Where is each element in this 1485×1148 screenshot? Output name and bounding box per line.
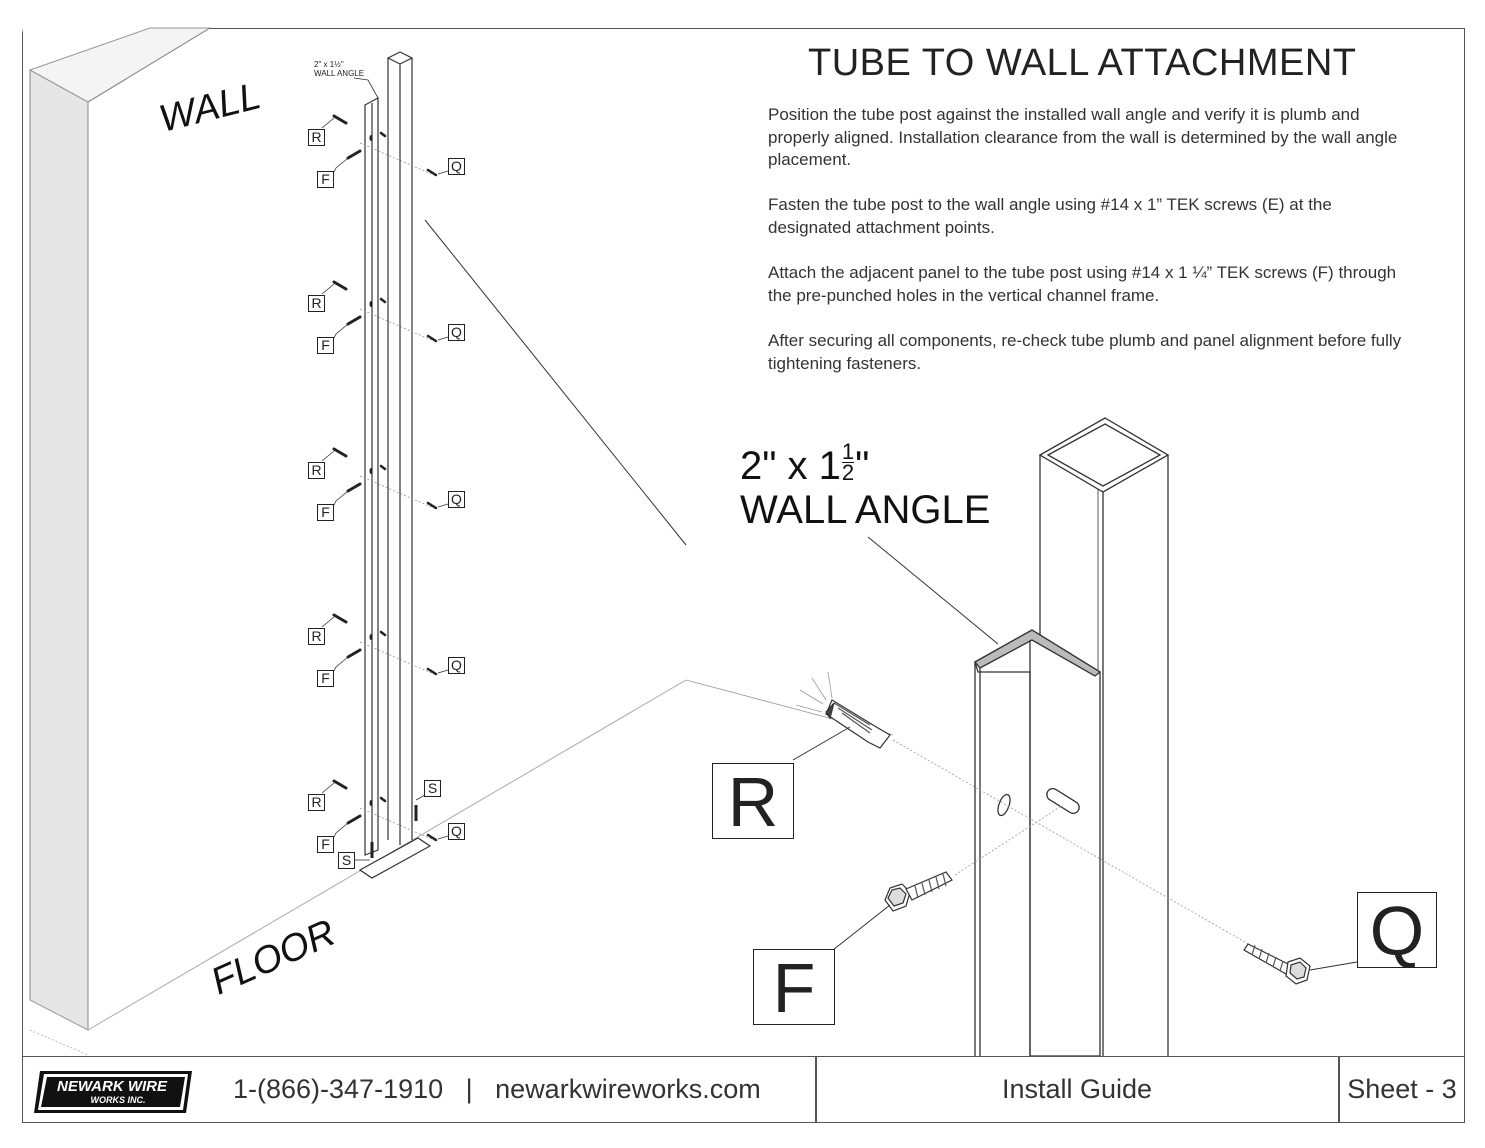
callout-q-small: Q bbox=[448, 491, 465, 508]
instruction-paragraph: Attach the adjacent panel to the tube po… bbox=[768, 263, 1397, 305]
wall-angle-size-row: 2" x 1 1 2 " bbox=[740, 439, 990, 489]
callout-f-small: F bbox=[317, 836, 334, 853]
footer-bar: NEWARK WIRE WORKS INC. 1-(866)-347-1910 … bbox=[22, 1056, 1465, 1123]
small-screw-set bbox=[321, 114, 449, 861]
callout-f-small: F bbox=[317, 337, 334, 354]
sheet-number: Sheet - 3 bbox=[1347, 1074, 1457, 1104]
small-post-assembly bbox=[353, 51, 687, 879]
contact-info: 1-(866)-347-1910 | newarkwireworks.com bbox=[233, 1074, 761, 1104]
wall-angle-label-small: 2" x 1½" WALL ANGLE bbox=[314, 60, 364, 78]
callout-f-small: F bbox=[317, 670, 334, 687]
wall-angle-small-text: WALL ANGLE bbox=[314, 69, 365, 78]
wall-angle-size: 2" x 1 bbox=[740, 444, 841, 488]
wall-angle-fraction: 1 2 bbox=[841, 439, 855, 485]
callout-s-small: S bbox=[424, 780, 441, 797]
anchor-r-small bbox=[332, 447, 348, 458]
callout-r-large: R bbox=[712, 763, 794, 840]
fraction-numerator: 1 bbox=[841, 439, 855, 464]
screw-q-small bbox=[426, 168, 438, 177]
callout-q-small: Q bbox=[448, 657, 465, 674]
callout-r-small: R bbox=[308, 794, 325, 811]
screw-f-small bbox=[346, 814, 362, 825]
wall-slab bbox=[22, 27, 687, 1056]
logo-line2: WORKS INC. bbox=[91, 1095, 146, 1105]
screw-f-small bbox=[346, 648, 362, 659]
wall-angle-small-size: 2" x 1½" bbox=[314, 60, 344, 69]
screw-f-small bbox=[346, 315, 362, 326]
footer-divider bbox=[815, 1057, 817, 1122]
screw-f-small bbox=[346, 149, 362, 160]
callout-f-large: F bbox=[753, 949, 835, 1026]
drawing-sheet-border bbox=[22, 28, 1465, 1123]
callout-f-small: F bbox=[317, 504, 334, 521]
screw-q-small bbox=[426, 334, 438, 343]
callout-r-small: R bbox=[308, 129, 325, 146]
anchor-r-small bbox=[332, 779, 348, 790]
screw-f-small bbox=[346, 482, 362, 493]
callout-r-small: R bbox=[308, 295, 325, 312]
anchor-r-small bbox=[332, 613, 348, 624]
callout-r-small: R bbox=[308, 628, 325, 645]
callout-s-small: S bbox=[338, 852, 355, 869]
large-post-detail bbox=[685, 417, 1251, 1057]
screw-q-small bbox=[426, 833, 438, 842]
callout-q-small: Q bbox=[448, 158, 465, 175]
instruction-paragraph: Fasten the tube post to the wall angle u… bbox=[768, 195, 1332, 237]
screw-q-large bbox=[1243, 943, 1358, 985]
instruction-paragraph: After securing all components, re-check … bbox=[768, 331, 1402, 373]
anchor-r-small bbox=[332, 280, 348, 291]
callout-f-small: F bbox=[317, 171, 334, 188]
doc-type: Install Guide bbox=[1001, 1074, 1153, 1104]
callout-q-small: Q bbox=[448, 823, 465, 840]
callout-r-small: R bbox=[308, 462, 325, 479]
wall-angle-text: WALL ANGLE bbox=[740, 488, 991, 532]
instruction-paragraph: Position the tube post against the insta… bbox=[768, 105, 1398, 169]
fraction-denominator: 2 bbox=[841, 460, 855, 485]
company-logo: NEWARK WIRE WORKS INC. bbox=[34, 1071, 192, 1113]
wall-angle-label-large: 2" x 1 1 2 " WALL ANGLE bbox=[740, 439, 991, 533]
page-title: TUBE TO WALL ATTACHMENT bbox=[808, 42, 1357, 84]
anchor-r-large bbox=[792, 671, 891, 761]
callout-q-small: Q bbox=[448, 324, 465, 341]
screw-f-large bbox=[832, 871, 953, 951]
callout-q-large: Q bbox=[1357, 892, 1437, 969]
screw-q-small bbox=[426, 501, 438, 510]
logo-line1: NEWARK WIRE bbox=[57, 1078, 168, 1095]
anchor-r-small bbox=[332, 114, 348, 125]
inch-mark: " bbox=[855, 444, 870, 488]
footer-divider bbox=[1338, 1057, 1340, 1122]
screw-q-small bbox=[426, 667, 438, 676]
